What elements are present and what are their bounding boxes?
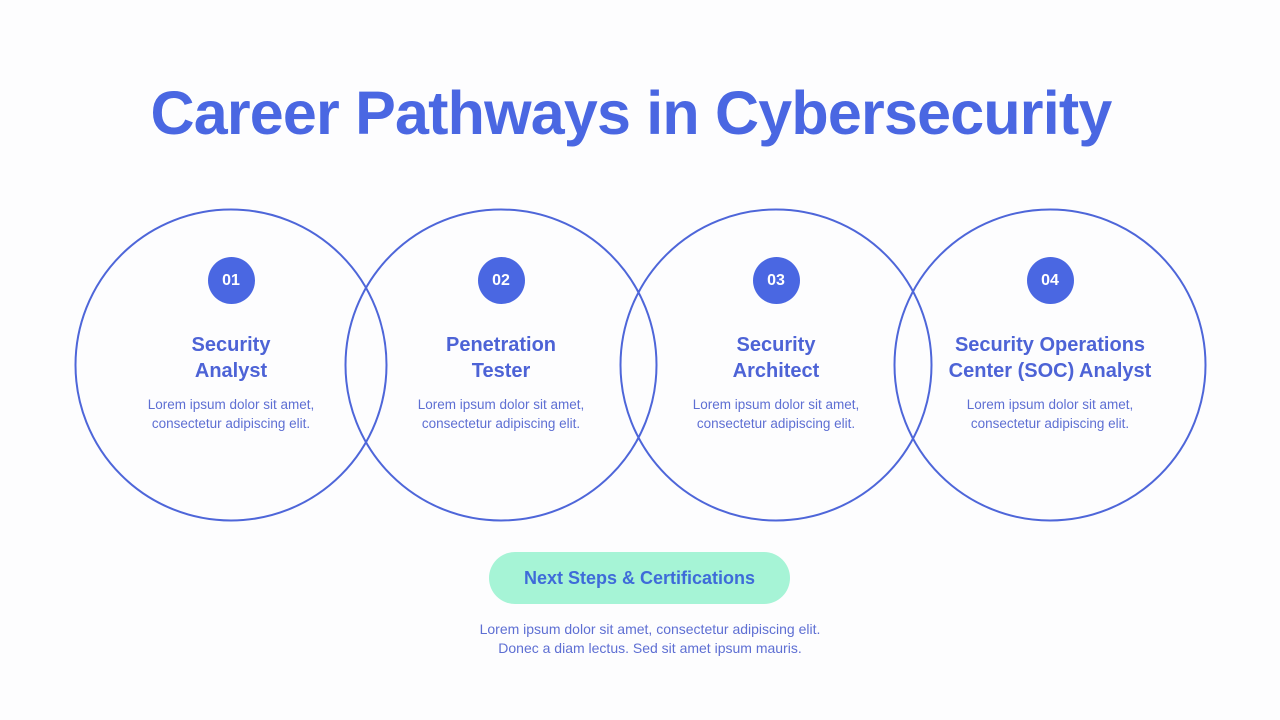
next-steps-description: Lorem ipsum dolor sit amet, consectetur …: [479, 621, 821, 656]
pathway-card-4: 04 Security Operations Center (SOC) Anal…: [920, 257, 1180, 433]
pathway-description: Lorem ipsum dolor sit amet, consectetur …: [417, 397, 585, 431]
step-number-badge: 03: [752, 257, 800, 304]
pathway-card-3: 03 Security Architect Lorem ipsum dolor …: [656, 257, 896, 433]
pathway-title: Security Operations Center (SOC) Analyst: [948, 334, 1152, 382]
page-title: Career Pathways in Cybersecurity: [150, 79, 1112, 147]
pathway-description: Lorem ipsum dolor sit amet, consectetur …: [966, 397, 1134, 431]
step-number-badge: 01: [207, 257, 255, 304]
pathway-description: Lorem ipsum dolor sit amet, consectetur …: [147, 397, 315, 431]
pathway-title: Security Analyst: [191, 334, 271, 382]
pathway-title: Security Architect: [732, 334, 820, 382]
step-number-badge: 02: [477, 257, 525, 304]
pathway-description: Lorem ipsum dolor sit amet, consectetur …: [692, 397, 860, 431]
pathway-card-2: 02 Penetration Tester Lorem ipsum dolor …: [381, 257, 621, 433]
pathway-card-1: 01 Security Analyst Lorem ipsum dolor si…: [111, 257, 351, 433]
step-number-badge: 04: [1026, 257, 1074, 304]
next-steps-button[interactable]: Next Steps & Certifications: [489, 552, 790, 604]
pathway-title: Penetration Tester: [445, 334, 557, 382]
